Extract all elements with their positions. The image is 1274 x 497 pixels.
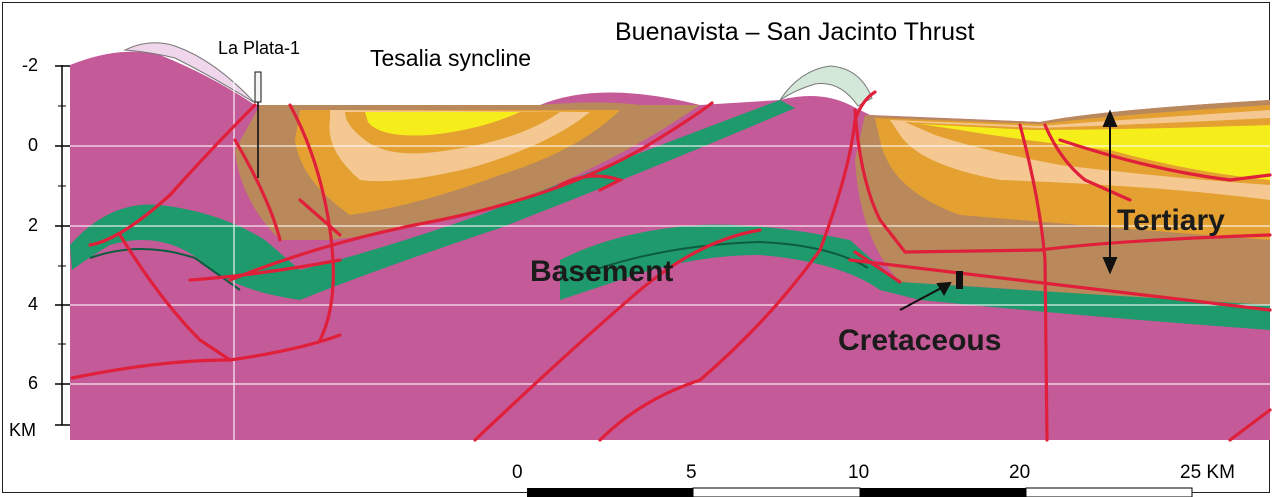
depth-tick-label: 4 — [28, 294, 38, 314]
syncline-label: Tesalia syncline — [370, 45, 531, 71]
scale-label: 10 — [848, 462, 869, 483]
depth-axis: -2 0 2 4 6 KM — [9, 55, 70, 440]
depth-tick-label: 6 — [28, 373, 38, 393]
well-la-plata — [254, 71, 262, 178]
depth-tick-label: 2 — [28, 215, 38, 235]
depth-tick-label: -2 — [22, 55, 38, 75]
fault-lines — [70, 90, 1272, 442]
thrust-label: Buenavista – San Jacinto Thrust — [615, 18, 975, 46]
scale-label: 25 KM — [1180, 462, 1235, 483]
depth-tick-label: 0 — [28, 135, 38, 155]
scale-bar: 0 5 10 20 25 KM — [512, 462, 1235, 497]
basement-label: Basement — [530, 255, 673, 288]
scale-label: 5 — [686, 462, 697, 483]
tertiary-thickness-arrow — [1102, 109, 1118, 275]
scale-label: 0 — [512, 462, 523, 483]
scale-label: 20 — [1009, 462, 1030, 483]
cretaceous-unit — [70, 100, 1270, 330]
eroded-anticline-outlines — [123, 42, 873, 107]
cretaceous-label: Cretaceous — [838, 324, 1001, 357]
well-label: La Plata-1 — [218, 38, 300, 58]
tertiary-label: Tertiary — [1117, 204, 1225, 237]
depth-unit-label: KM — [9, 420, 36, 440]
cretaceous-pointer-arrow — [899, 271, 963, 311]
depth-gridlines — [70, 60, 1270, 440]
tertiary-east-fill — [855, 100, 1270, 310]
